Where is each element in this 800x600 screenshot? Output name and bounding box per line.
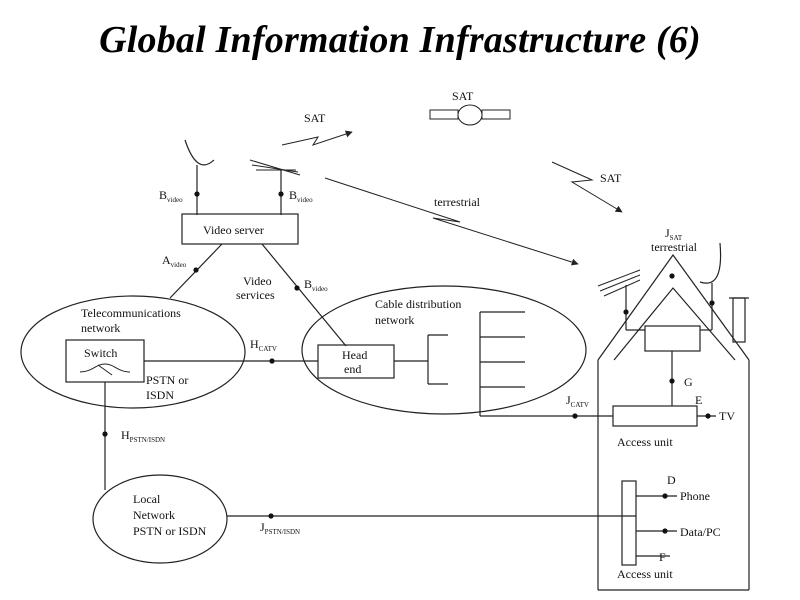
- pstn-label-2: ISDN: [146, 388, 174, 402]
- f-label: F: [659, 550, 666, 564]
- access-unit-upper-label: Access unit: [617, 435, 673, 449]
- access-unit-upper-box: [612, 405, 698, 427]
- phone-label: Phone: [680, 489, 710, 503]
- sat-left-label: SAT: [304, 111, 326, 125]
- local-network-label-2: Network: [133, 508, 175, 522]
- local-network-ellipse: [92, 474, 228, 564]
- video-services-label-2: services: [236, 288, 275, 302]
- terrestrial-house-label: terrestrial: [651, 240, 698, 254]
- head-end-label-2: end: [344, 362, 361, 376]
- h-catv-label: HCATV: [250, 337, 277, 353]
- b-video-left-label: Bvideo: [159, 188, 183, 204]
- local-network-label-1: Local: [133, 492, 161, 506]
- video-services-label-1: Video: [243, 274, 272, 288]
- dish-antenna-icon: [184, 139, 215, 215]
- b-video-lower-label: Bvideo: [304, 277, 328, 293]
- h-pstn-label: HPSTN/ISDN: [121, 428, 165, 444]
- local-network-label-3: PSTN or ISDN: [133, 524, 207, 538]
- receiver-box: [644, 325, 701, 352]
- head-end-label-1: Head: [342, 348, 367, 362]
- sat-top-label: SAT: [452, 89, 474, 103]
- house: [597, 253, 750, 591]
- video-to-headend-link: [261, 243, 347, 347]
- data-pc-label: Data/PC: [680, 525, 721, 539]
- yagi-antenna-icon: [249, 159, 301, 215]
- j-catv-label: JCATV: [566, 393, 589, 409]
- house-dish-antenna-icon: [699, 242, 722, 331]
- telecom-network-label-1: Telecommunications: [81, 306, 181, 320]
- house-yagi-antenna-icon: [597, 269, 645, 331]
- j-pstn-label: JPSTN/ISDN: [260, 520, 300, 536]
- sat-right-label: SAT: [600, 171, 622, 185]
- video-server-label: Video server: [203, 223, 264, 237]
- cable-network-label-1: Cable distribution: [375, 297, 461, 311]
- terrestrial-link: [324, 177, 579, 266]
- access-unit-lower-label: Access unit: [617, 567, 673, 581]
- telecom-network-label-2: network: [81, 321, 120, 335]
- pstn-label-1: PSTN or: [146, 373, 188, 387]
- telecom-network-ellipse: [20, 295, 246, 409]
- page-title: Global Information Infrastructure (6): [99, 19, 701, 61]
- terrestrial-mid-label: terrestrial: [434, 195, 481, 209]
- distribution-tree: [427, 311, 613, 417]
- tv-label: TV: [719, 409, 735, 423]
- j-sat-label: JSAT: [665, 226, 683, 242]
- sat-right-link: [551, 161, 623, 213]
- satellite-icon: [429, 104, 511, 126]
- sat-left-link: [281, 130, 353, 146]
- b-video-right-label: Bvideo: [289, 188, 313, 204]
- d-label: D: [667, 473, 676, 487]
- cable-network-label-2: network: [375, 313, 414, 327]
- a-video-label: Avideo: [162, 253, 187, 269]
- switch-label: Switch: [84, 346, 117, 360]
- g-label: G: [684, 375, 693, 389]
- cable-network-ellipse: [301, 285, 587, 415]
- e-label: E: [695, 393, 702, 407]
- access-unit-lower-box: [621, 480, 637, 566]
- video-server-box: [181, 213, 299, 245]
- switch-icon: [79, 363, 131, 373]
